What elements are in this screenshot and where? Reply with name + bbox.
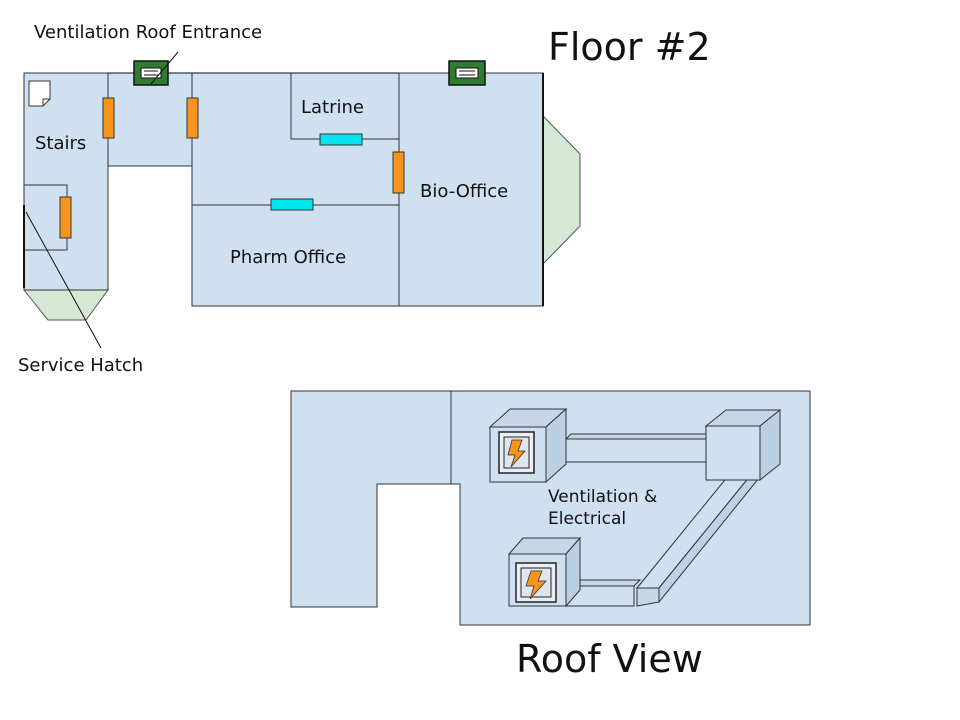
duct-top	[564, 433, 713, 463]
roof-plan: Ventilation & Electrical Roof View	[290, 390, 811, 681]
roof-vent-label-line1: Ventilation &	[548, 487, 657, 507]
vent-entrance-label: Ventilation Roof Entrance	[34, 22, 262, 43]
stairs-note-icon	[28, 80, 51, 107]
service-hatch-label: Service Hatch	[18, 355, 143, 376]
vent-roof-entrance-right-icon[interactable]	[448, 60, 486, 86]
latrine-label: Latrine	[301, 97, 364, 118]
vent-entrance-callout-line	[150, 51, 179, 85]
stairs-label: Stairs	[35, 133, 86, 154]
roof-title: Roof View	[516, 637, 703, 681]
stairs-exterior-balcony	[22, 289, 109, 321]
electrical-box-top	[488, 407, 568, 484]
door-pharm-office[interactable]	[270, 198, 314, 211]
duct-bottom	[564, 579, 642, 607]
bio-office-exterior-bay	[542, 114, 581, 266]
vent-junction-box	[704, 408, 782, 482]
door-bio-office[interactable]	[392, 151, 405, 194]
door-stairs-corridor[interactable]	[102, 97, 115, 139]
roof-vent-label-line2: Electrical	[548, 509, 626, 529]
lightning-bolt-icon	[507, 439, 526, 468]
room-stairs	[23, 72, 109, 291]
room-corridor	[107, 72, 193, 167]
service-hatch-callout-line	[25, 211, 102, 349]
floor-title: Floor #2	[548, 25, 711, 69]
pharm-office-label: Pharm Office	[230, 247, 346, 268]
vent-roof-entrance-left-icon[interactable]	[133, 60, 169, 86]
duct-diagonal	[635, 463, 761, 607]
electrical-box-bottom	[507, 536, 582, 608]
door-latrine[interactable]	[319, 133, 363, 146]
door-service-hatch[interactable]	[59, 196, 72, 239]
floor-plan: Floor #2 Ventilation Roof Entrance Stair…	[18, 22, 711, 376]
door-corridor-middle[interactable]	[186, 97, 199, 139]
bio-office-label: Bio-Office	[420, 181, 508, 202]
lightning-bolt-icon	[525, 570, 547, 600]
room-bio-office	[398, 72, 544, 307]
room-pharm-office	[191, 204, 400, 307]
